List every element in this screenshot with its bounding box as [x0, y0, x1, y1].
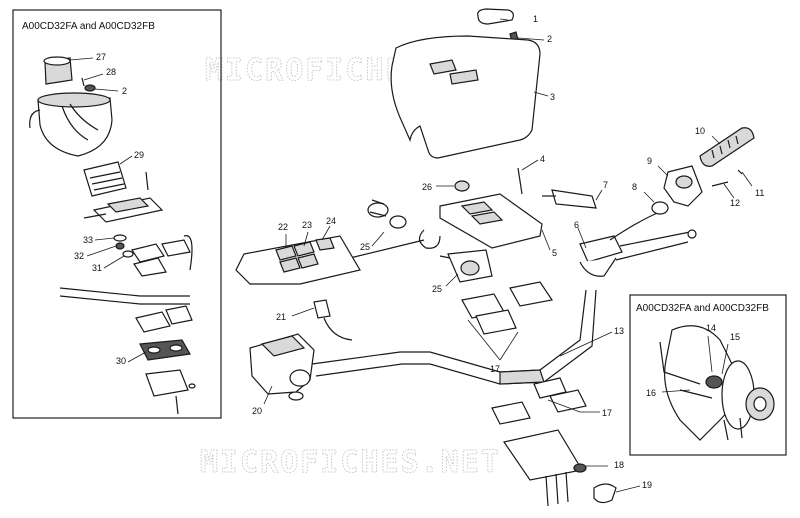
callout-3: 3	[550, 92, 555, 102]
mounting-plate	[145, 369, 189, 397]
watermark-bottom: MICROFICHES.NET	[200, 445, 501, 480]
grip-part-10	[699, 127, 755, 167]
washer-part-31	[122, 250, 134, 258]
steering-post	[545, 471, 569, 507]
callout-23: 23	[302, 220, 312, 230]
cover-part-3	[390, 35, 541, 159]
right-inset: A00CD32FA and A00CD32FB 14 15 16	[629, 294, 787, 456]
callout-18: 18	[614, 460, 624, 470]
callout-17-upper: 17	[490, 364, 500, 374]
callout-6: 6	[574, 220, 579, 230]
base-plate	[503, 429, 583, 481]
nut-part-32	[115, 242, 125, 250]
callout-19: 19	[642, 480, 652, 490]
callout-2-inset: 2	[122, 86, 127, 96]
bracket-part-5	[418, 193, 543, 249]
screw-part-12	[711, 181, 729, 187]
left-inset-title: A00CD32FA and A00CD32FB	[22, 21, 155, 32]
pad-part-1	[477, 8, 514, 25]
brake-assembly	[659, 325, 775, 441]
callout-29: 29	[134, 150, 144, 160]
callout-26: 26	[422, 182, 432, 192]
cable-segment	[183, 235, 193, 271]
grommet-part-26	[454, 180, 470, 192]
callout-22: 22	[278, 222, 288, 232]
callout-8: 8	[632, 182, 637, 192]
callout-28: 28	[106, 67, 116, 77]
clamp-part-19	[593, 483, 617, 504]
callout-4: 4	[540, 154, 545, 164]
callout-7: 7	[603, 180, 608, 190]
callout-11: 11	[755, 188, 764, 198]
housing	[29, 92, 113, 157]
post	[175, 395, 179, 415]
riser-part-30	[139, 339, 191, 361]
callout-17-lower: 17	[602, 408, 612, 418]
collar-part-8	[651, 201, 669, 215]
screw-part-11	[737, 169, 743, 175]
callout-1: 1	[533, 14, 538, 24]
callout-14: 14	[706, 323, 716, 333]
washer-part-33	[113, 234, 127, 242]
left-inset: A00CD32FA and A00CD32FB	[12, 9, 222, 419]
callout-33: 33	[83, 235, 93, 245]
screw-part-28	[81, 77, 85, 87]
main-assembly: 1 2 3 4 5 6 7 8 9 10 11 12 13 17 17 18 1…	[235, 8, 764, 507]
left-inset-frame	[12, 9, 222, 419]
callout-25-lower: 25	[432, 284, 442, 294]
callout-5: 5	[552, 248, 557, 258]
cap-part-27	[43, 56, 73, 85]
callout-31: 31	[92, 263, 102, 273]
nut-part-18	[573, 463, 587, 473]
bolt-part-4	[517, 167, 523, 195]
callout-15: 15	[730, 332, 740, 342]
callout-9: 9	[647, 156, 652, 166]
washer-part-2	[84, 84, 96, 92]
switch-part-7	[551, 189, 597, 209]
right-inset-title: A00CD32FA and A00CD32FB	[636, 303, 769, 314]
callout-27: 27	[96, 52, 106, 62]
connector-part-21	[313, 299, 353, 341]
right-inset-frame	[629, 294, 787, 456]
clamps-part-17-upper	[461, 281, 554, 335]
callout-13: 13	[614, 326, 624, 336]
socket-part-25	[439, 249, 493, 283]
callout-24: 24	[326, 216, 336, 226]
switch-housing-part-9	[663, 165, 703, 207]
callout-20: 20	[252, 406, 262, 416]
switch-plate	[235, 235, 361, 285]
master-cylinder-part-6	[579, 211, 697, 277]
callout-25-upper: 25	[360, 242, 370, 252]
callout-2: 2	[547, 34, 552, 44]
handlebar-segment	[59, 287, 190, 305]
throttle-part-20	[249, 333, 315, 401]
connector-part-29	[83, 161, 149, 197]
clamps-lower	[135, 305, 193, 333]
callout-30: 30	[116, 356, 126, 366]
callout-10: 10	[695, 126, 705, 136]
socket-upper	[349, 199, 425, 259]
clamps-part-17-lower	[491, 377, 587, 425]
handlebar-part-13	[311, 289, 597, 385]
small-nut	[188, 383, 196, 389]
clamps-upper	[131, 239, 191, 277]
callout-12: 12	[730, 198, 740, 208]
callout-32: 32	[74, 251, 84, 261]
bracket	[83, 197, 164, 223]
callout-16: 16	[646, 388, 656, 398]
callout-21: 21	[276, 312, 286, 322]
